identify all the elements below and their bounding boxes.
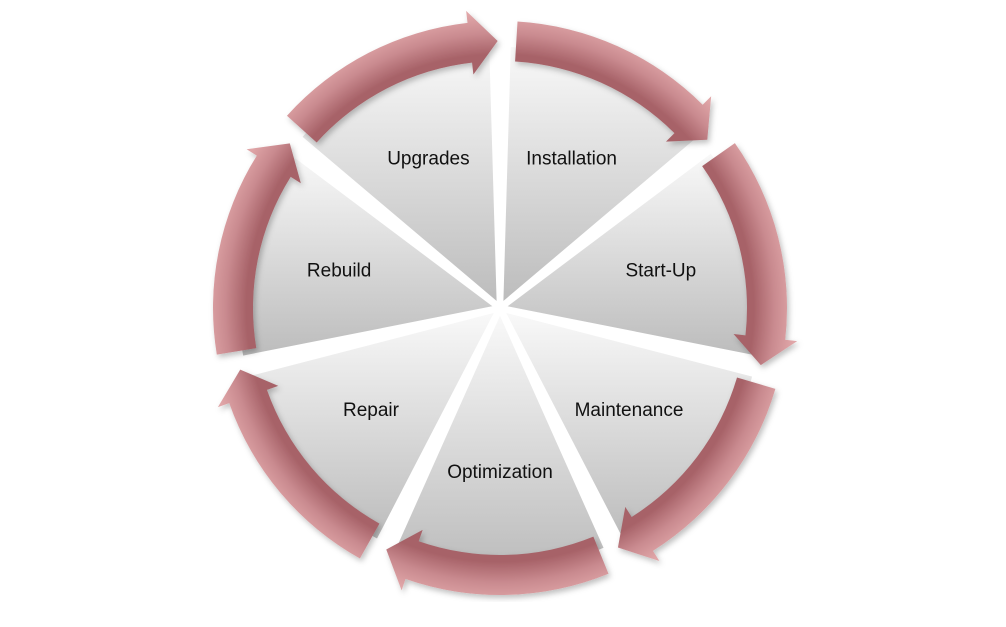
- arrow-start-up: [702, 143, 798, 366]
- arrow-upgrades: [286, 10, 498, 143]
- segment-label-repair: Repair: [343, 400, 400, 421]
- segment-label-rebuild: Rebuild: [307, 260, 371, 281]
- segment-label-installation: Installation: [526, 148, 617, 169]
- arrow-optimization: [386, 529, 609, 595]
- arrow-maintenance: [617, 377, 776, 561]
- segment-label-upgrades: Upgrades: [387, 148, 469, 169]
- arrow-installation: [515, 21, 712, 142]
- arrows-layer: [213, 10, 798, 595]
- segment-label-start-up: Start-Up: [625, 260, 696, 281]
- labels-layer: Upgrades InstallationStart-UpMaintenanceO…: [307, 148, 696, 483]
- arrow-rebuild: [213, 143, 301, 355]
- arrow-repair: [217, 369, 380, 559]
- segment-label-optimization: Optimization: [447, 462, 553, 483]
- segment-label-maintenance: Maintenance: [575, 400, 684, 421]
